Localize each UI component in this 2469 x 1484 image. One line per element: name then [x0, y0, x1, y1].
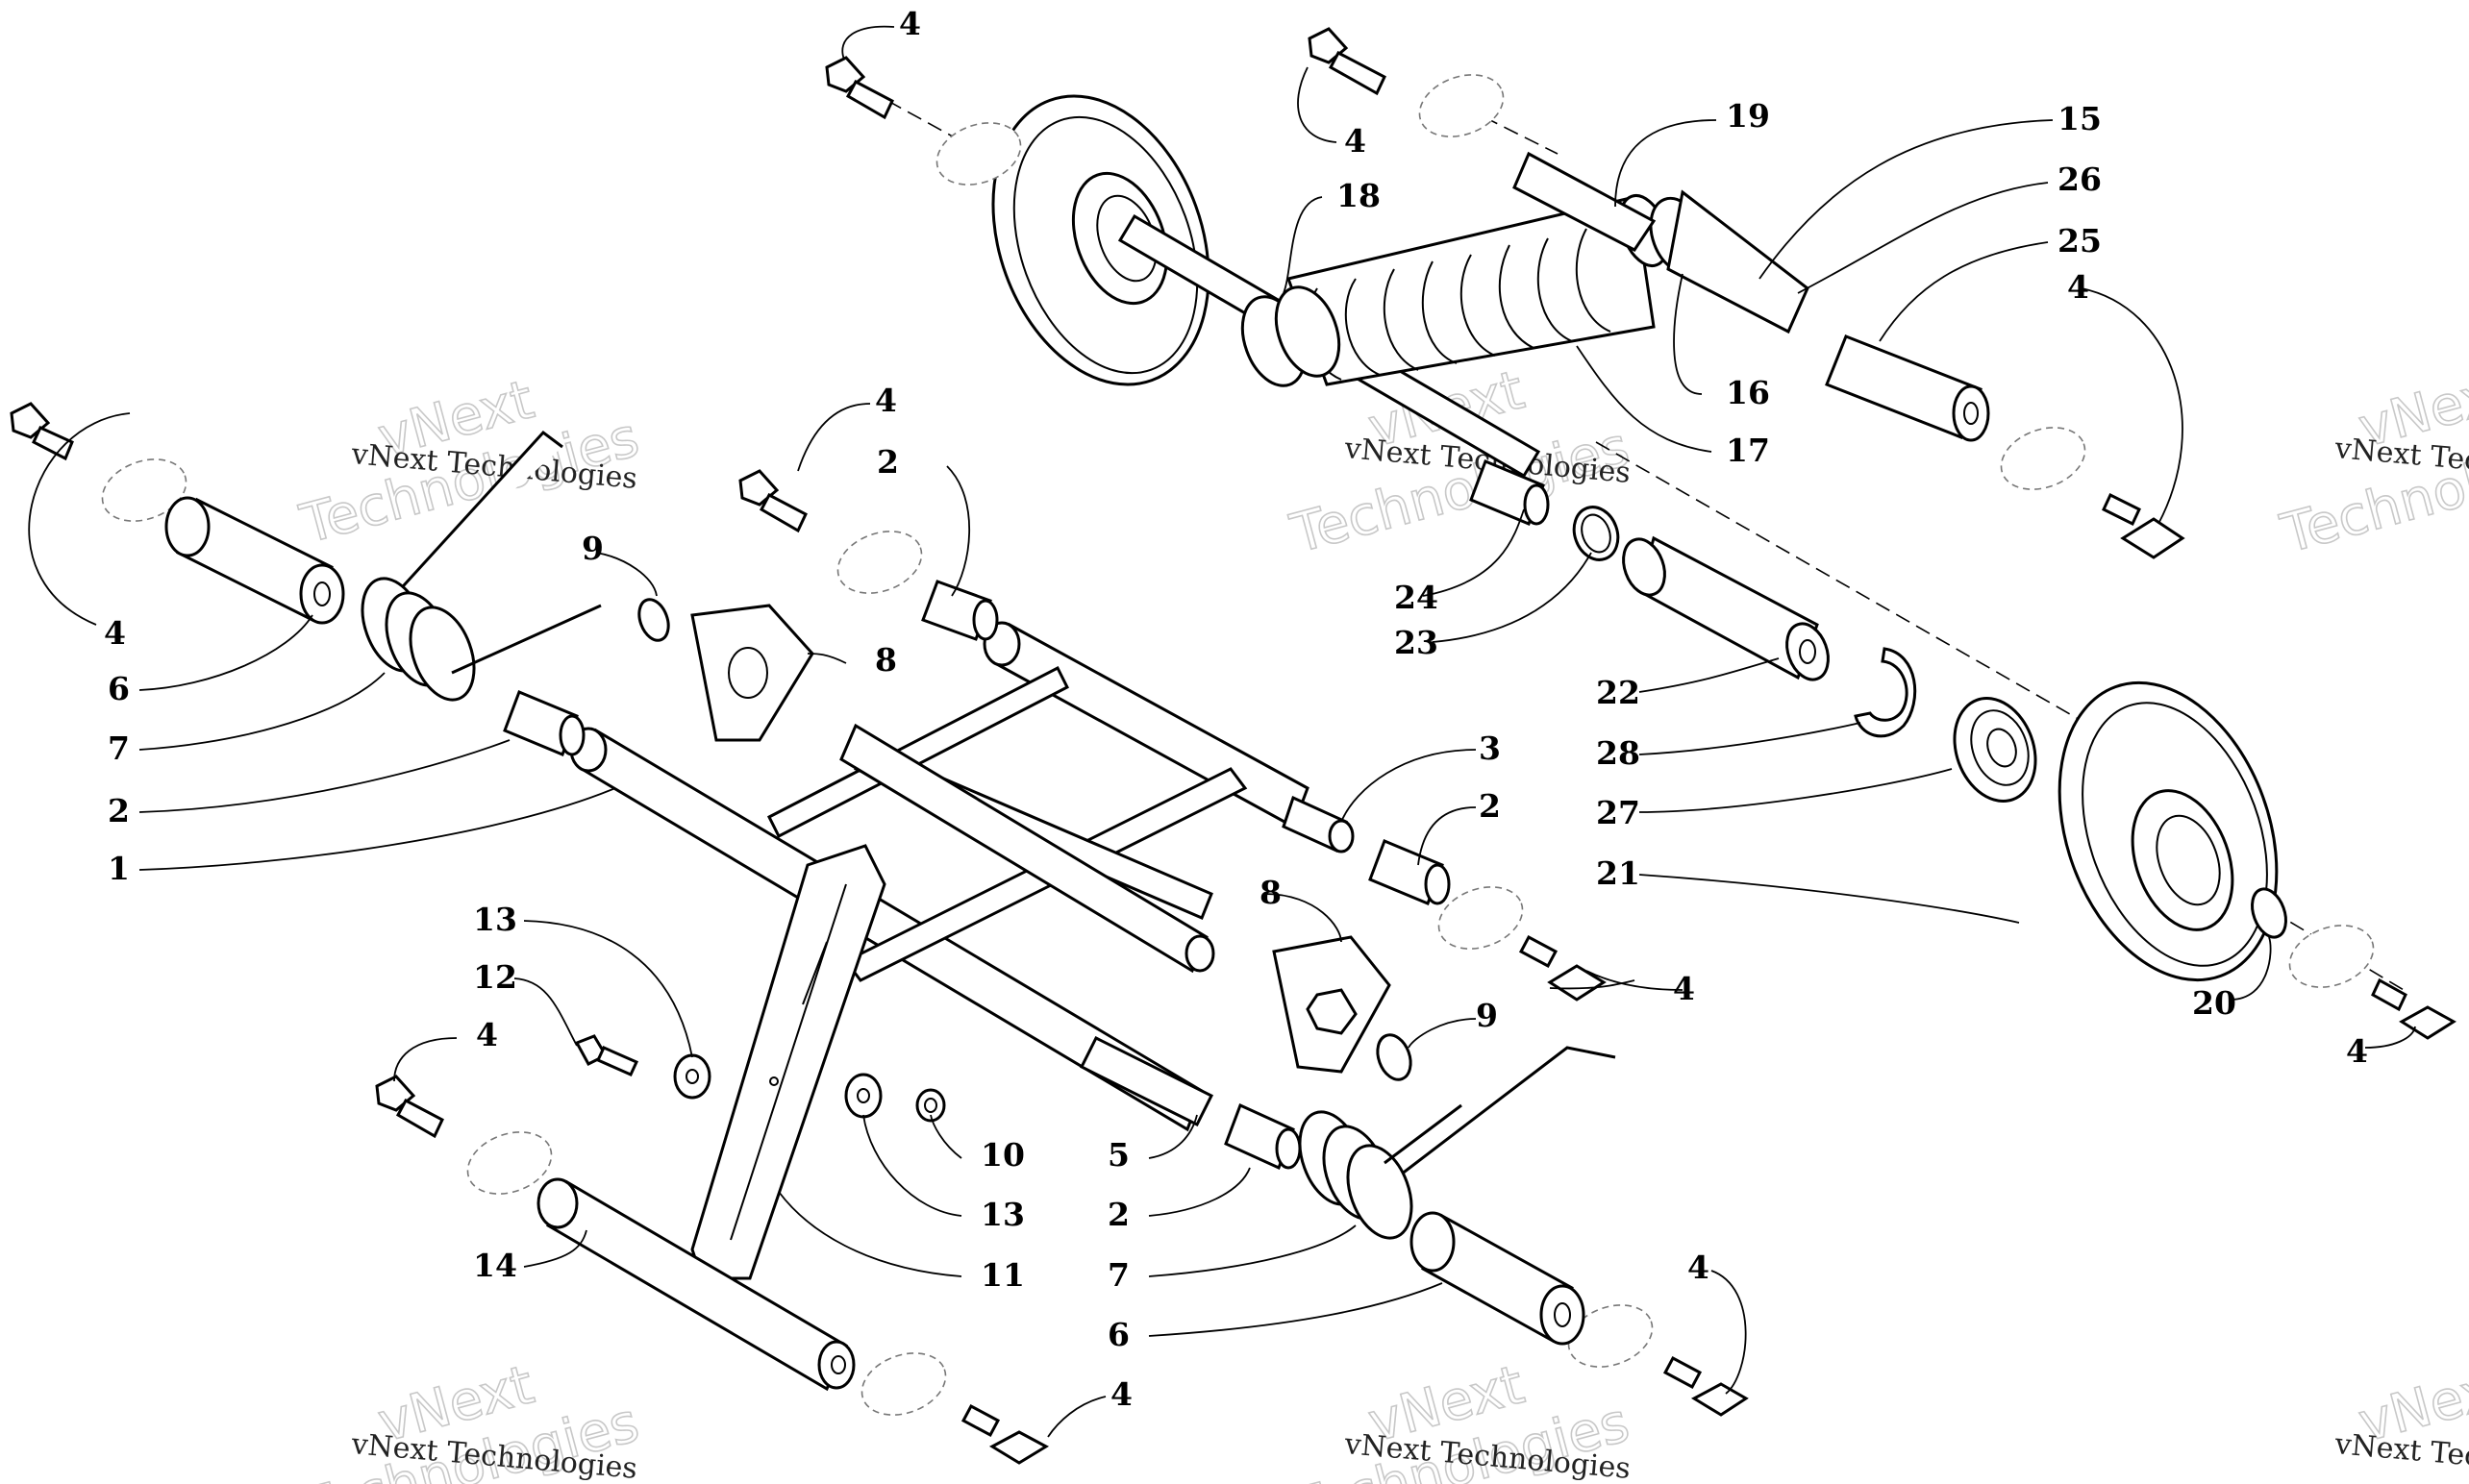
leader-lines — [28, 25, 2416, 1438]
callout-2: 2 — [108, 792, 130, 829]
shock-spring — [1240, 151, 1809, 387]
bushings-2 — [503, 580, 1451, 1171]
watermark-text: vNext Technologies — [2332, 1427, 2469, 1484]
tube-22 — [1622, 535, 1830, 681]
torsion-spring-left — [361, 430, 602, 702]
callout-labels: 4 4 4 4 4 4 4 4 4 4 19 15 18 26 25 16 17… — [104, 5, 2368, 1413]
callout-4: 4 — [875, 382, 897, 419]
callout-11: 11 — [981, 1256, 1025, 1294]
watermark-bottom-right: vNext vNext Technologies — [2332, 1353, 2469, 1484]
callout-12: 12 — [473, 958, 517, 996]
rear-arm — [536, 621, 1355, 1392]
bolt-4-far-right — [2371, 977, 2457, 1040]
callout-16: 16 — [1726, 374, 1770, 411]
callout-9: 9 — [582, 530, 604, 567]
callout-8: 8 — [875, 641, 897, 679]
callout-4: 4 — [2067, 268, 2089, 306]
callout-20: 20 — [2192, 984, 2236, 1022]
bolt-4-far-left — [10, 402, 74, 461]
bolt-4-right-upper — [2102, 492, 2185, 559]
bolt-4-bottom-right — [1662, 1355, 1749, 1417]
callout-19: 19 — [1726, 97, 1770, 135]
bolt-12 — [574, 1034, 639, 1076]
callout-7: 7 — [108, 730, 130, 767]
callout-6: 6 — [108, 670, 130, 707]
watermark-top-right: vNext Technologies vNext Technologies — [2274, 359, 2469, 567]
right-wheel-21 — [2058, 680, 2279, 982]
snap-rings-9 — [637, 598, 1412, 1081]
bearing-27 — [1953, 697, 2037, 803]
callout-2: 2 — [877, 443, 899, 481]
bolts — [10, 27, 2457, 1465]
callout-27: 27 — [1596, 794, 1640, 831]
callout-13: 13 — [981, 1196, 1025, 1233]
callout-4: 4 — [1344, 122, 1366, 160]
callout-17: 17 — [1726, 432, 1770, 469]
callout-4: 4 — [1687, 1249, 1709, 1286]
callout-4: 4 — [104, 614, 126, 652]
bolt-4-bottom-center — [960, 1403, 1050, 1465]
dashed-washers — [101, 74, 2375, 1416]
callout-2: 2 — [1479, 787, 1501, 825]
callout-25: 25 — [2058, 222, 2102, 260]
watermark-bottom-left: vNext Technologies vNext Technologies — [293, 1353, 646, 1484]
callout-3: 3 — [1479, 730, 1501, 767]
callout-26: 26 — [2058, 161, 2102, 198]
callout-10: 10 — [981, 1136, 1025, 1174]
callout-23: 23 — [1394, 624, 1438, 661]
callout-7: 7 — [1108, 1256, 1130, 1294]
bolt-4-lower-left — [375, 1075, 444, 1139]
callout-4: 4 — [1673, 970, 1695, 1007]
callout-18: 18 — [1336, 177, 1381, 214]
end-caps-8 — [690, 604, 1391, 1074]
callout-4: 4 — [2346, 1032, 2368, 1070]
callout-13: 13 — [473, 901, 517, 938]
callout-22: 22 — [1596, 674, 1640, 711]
upper-left-wheel — [991, 94, 1210, 386]
snap-ring-28 — [1854, 647, 1917, 738]
bolt-4-top-left — [825, 56, 894, 120]
callout-14: 14 — [473, 1247, 517, 1284]
sleeves-6 — [164, 496, 1585, 1346]
callout-1: 1 — [108, 850, 130, 887]
torsion-spring-right — [1298, 1046, 1616, 1240]
bolt-4-mid-right — [1518, 934, 1607, 1002]
callout-4: 4 — [899, 5, 921, 42]
watermark-bottom-center: vNext Technologies vNext Technologies — [1284, 1353, 1636, 1484]
callout-28: 28 — [1596, 734, 1640, 772]
callout-24: 24 — [1394, 579, 1438, 616]
callout-6: 6 — [1108, 1316, 1130, 1353]
callout-4: 4 — [476, 1016, 498, 1053]
callout-5: 5 — [1108, 1136, 1130, 1174]
washers-13-nut-10 — [673, 1053, 946, 1123]
spacer-sleeve-upper — [1825, 334, 1990, 442]
bolt-4-center — [738, 469, 808, 533]
bearing-sleeve-24 — [1469, 459, 1550, 526]
callout-9: 9 — [1476, 997, 1498, 1034]
callout-4: 4 — [1110, 1375, 1133, 1413]
callout-8: 8 — [1259, 874, 1282, 911]
callout-21: 21 — [1596, 854, 1640, 892]
callout-15: 15 — [2058, 100, 2102, 137]
snap-ring-23 — [1572, 506, 1620, 561]
callout-2: 2 — [1108, 1196, 1130, 1233]
snap-ring-20 — [2251, 887, 2287, 939]
bolt-4-top-center — [1308, 27, 1386, 96]
